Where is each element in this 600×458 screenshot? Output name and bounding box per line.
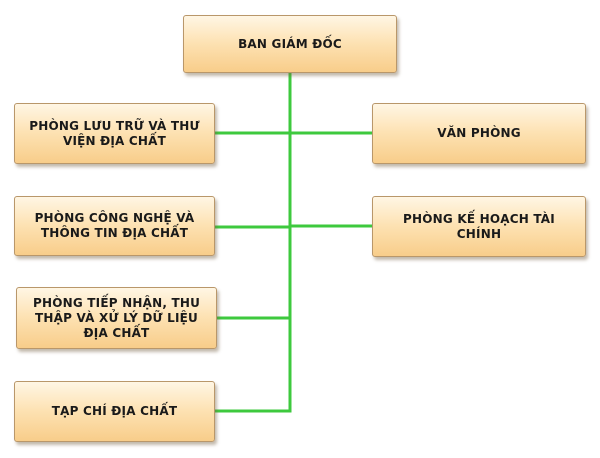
node-data-intake: PHÒNG TIẾP NHẬN, THU THẬP VÀ XỬ LÝ DỮ LI… <box>16 287 217 349</box>
node-data-intake-label: PHÒNG TIẾP NHẬN, THU THẬP VÀ XỬ LÝ DỮ LI… <box>32 295 201 340</box>
node-office-label: VĂN PHÒNG <box>437 126 521 140</box>
node-director: BAN GIÁM ĐỐC <box>183 15 397 73</box>
node-archive-library-label: PHÒNG LƯU TRỮ VÀ THƯ VIỆN ĐỊA CHẤT <box>29 118 200 148</box>
node-planning-finance-label: PHÒNG KẾ HOẠCH TÀI CHÍNH <box>403 211 555 241</box>
node-journal-label: TẠP CHÍ ĐỊA CHẤT <box>51 404 178 418</box>
node-office: VĂN PHÒNG <box>372 103 586 164</box>
node-technology-information-label: PHÒNG CÔNG NGHỆ VÀ THÔNG TIN ĐỊA CHẤT <box>34 211 195 240</box>
node-technology-information: PHÒNG CÔNG NGHỆ VÀ THÔNG TIN ĐỊA CHẤT <box>14 196 215 256</box>
node-director-label: BAN GIÁM ĐỐC <box>238 36 342 51</box>
node-planning-finance: PHÒNG KẾ HOẠCH TÀI CHÍNH <box>372 196 586 257</box>
node-journal: TẠP CHÍ ĐỊA CHẤT <box>14 381 215 442</box>
node-archive-library: PHÒNG LƯU TRỮ VÀ THƯ VIỆN ĐỊA CHẤT <box>14 103 215 164</box>
